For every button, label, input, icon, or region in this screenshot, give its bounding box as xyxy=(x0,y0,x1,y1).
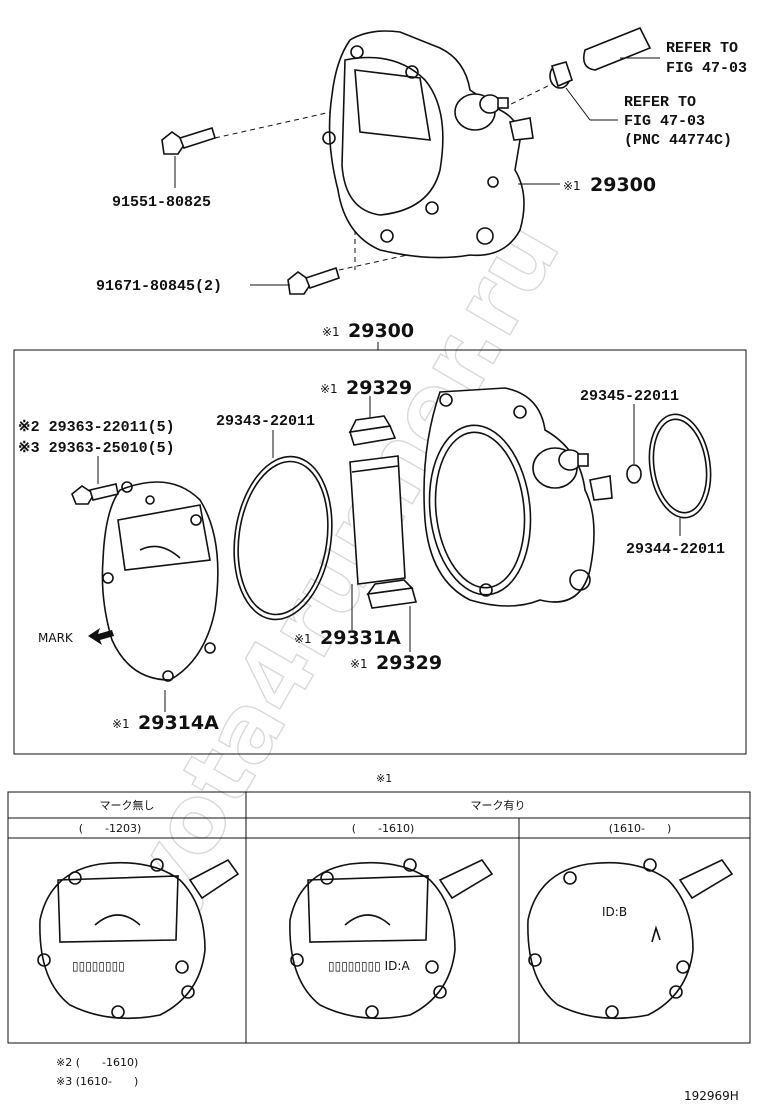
small-oring-label: 29345-22011 xyxy=(580,388,679,405)
valve-prefix: ※1 xyxy=(294,632,312,646)
pump-label-prefix: ※1 xyxy=(563,179,581,193)
right-oring-drawing xyxy=(648,413,712,519)
cover-prefix: ※1 xyxy=(112,717,130,731)
note-3: ※3 (1610- ) xyxy=(56,1075,138,1088)
variant-table xyxy=(7,791,751,1044)
variant-1-code: ▯▯▯▯▯▯▯▯ xyxy=(72,959,125,973)
pump-label-number: 29300 xyxy=(590,174,656,196)
cover-variant-2-drawing xyxy=(289,858,494,1020)
hose-drawing xyxy=(549,26,652,89)
large-oring-drawing xyxy=(233,455,333,621)
box-title-prefix: ※1 xyxy=(322,325,340,339)
table-header-with-mark: マーク有り xyxy=(471,798,526,812)
small-oring-drawing xyxy=(626,464,642,484)
bolt-91551-label: 91551-80825 xyxy=(112,194,211,211)
pump-body-drawing xyxy=(423,387,613,607)
screw-label-a: ※2 29363-22011(5) xyxy=(18,419,175,436)
cover-variant-3-drawing xyxy=(527,858,734,1020)
large-oring-label: 29343-22011 xyxy=(216,413,315,430)
cover-number: 29314A xyxy=(138,712,219,734)
figure-id: 192969H xyxy=(684,1089,739,1103)
valve-drawing xyxy=(349,455,406,585)
refer-label-1-line2: FIG 47-03 xyxy=(666,60,747,77)
bolt-91551-drawing xyxy=(161,126,216,155)
refer-label-2-line2: FIG 47-03 xyxy=(624,113,705,130)
table-header-no-mark: マーク無し xyxy=(100,798,155,812)
valve-number: 29331A xyxy=(320,627,401,649)
cap-bottom-drawing xyxy=(366,579,418,609)
bolt-91671-label: 91671-80845(2) xyxy=(96,278,222,295)
cover-plate-drawing xyxy=(101,481,219,682)
refer-label-1-line1: REFER TO xyxy=(666,40,738,57)
variant-2-code: ▯▯▯▯▯▯▯▯ ID:A xyxy=(328,959,410,973)
variant-3-code: ID:B xyxy=(602,905,627,919)
cap-top-number: 29329 xyxy=(346,377,412,399)
cap-top-drawing xyxy=(348,415,397,446)
box-title-number: 29300 xyxy=(348,320,414,342)
cap-bottom-prefix: ※1 xyxy=(350,657,368,671)
table-range-col2: ( -1610) xyxy=(352,822,415,835)
refer-label-2-line1: REFER TO xyxy=(624,94,696,111)
note-2: ※2 ( -1610) xyxy=(56,1056,138,1069)
table-range-col1: ( -1203) xyxy=(79,822,142,835)
vacuum-pump-assembly-drawing xyxy=(214,30,561,273)
mark-arrow-icon xyxy=(88,628,114,645)
cover-variant-1-drawing xyxy=(37,858,240,1020)
screw-drawing xyxy=(71,483,119,505)
table-range-col3: (1610- ) xyxy=(609,822,672,835)
table-caption: ※1 xyxy=(376,772,392,785)
mark-label: MARK xyxy=(38,631,74,645)
cap-bottom-number: 29329 xyxy=(376,652,442,674)
cap-top-prefix: ※1 xyxy=(320,382,338,396)
refer-label-2-line3: (PNC 44774C) xyxy=(624,132,732,149)
exploded-view-box xyxy=(13,349,747,755)
right-oring-label: 29344-22011 xyxy=(626,541,725,558)
bolt-91671-drawing xyxy=(287,266,340,295)
screw-label-b: ※3 29363-25010(5) xyxy=(18,440,175,457)
